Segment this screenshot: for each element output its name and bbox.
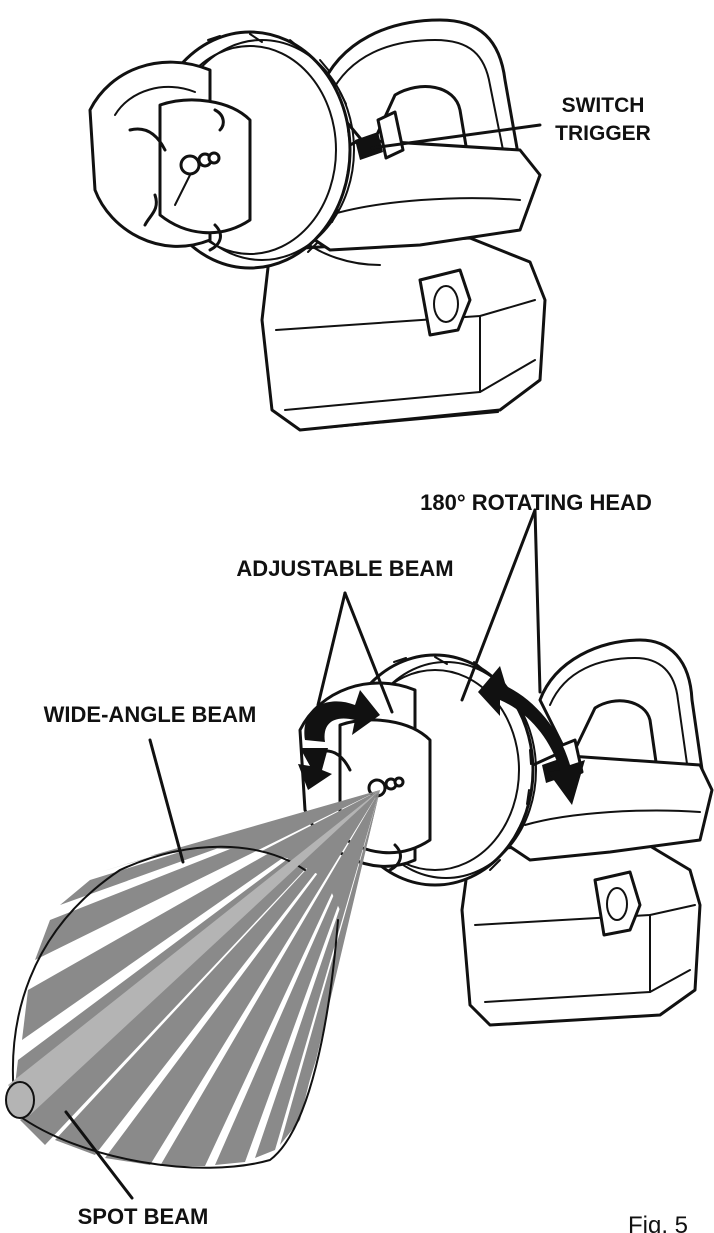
switch-trigger-leader: [370, 123, 542, 150]
rotating-head-leader-2: [533, 508, 542, 694]
switch-trigger-label-line2: TRIGGER: [555, 122, 651, 145]
rotating-head-label: 180° ROTATING HEAD: [420, 490, 652, 515]
wide-angle-beam-cone: [5, 790, 380, 1169]
switch-trigger-label-line1: SWITCH: [562, 94, 645, 117]
spot-beam-label: SPOT BEAM: [78, 1204, 209, 1229]
battery-pack-top: [260, 236, 547, 432]
battery-pack-bottom: [460, 838, 702, 1027]
lamp-head-top: [88, 30, 355, 270]
handle-top: [298, 18, 542, 266]
rotating-head-leader-1: [460, 508, 537, 702]
adjustable-beam-label: ADJUSTABLE BEAM: [236, 556, 453, 581]
flashlight-top-illustration: SWITCH TRIGGER: [88, 18, 651, 432]
rotate-arrow-icon: [478, 666, 585, 805]
adjustable-beam-leader-1: [316, 591, 347, 707]
wide-angle-beam-label: WIDE-ANGLE BEAM: [44, 702, 257, 727]
spot-beam-leader: [64, 1110, 134, 1200]
lamp-head-bottom: [298, 653, 537, 887]
wide-angle-beam-leader: [148, 738, 185, 864]
flashlight-bottom-illustration: 180° ROTATING HEAD ADJUSTABLE BEAM WIDE-…: [5, 490, 714, 1233]
adjustable-beam-leader-2: [343, 591, 394, 714]
twist-arrow-icon: [298, 690, 380, 790]
figure-caption: Fig. 5: [628, 1212, 688, 1233]
